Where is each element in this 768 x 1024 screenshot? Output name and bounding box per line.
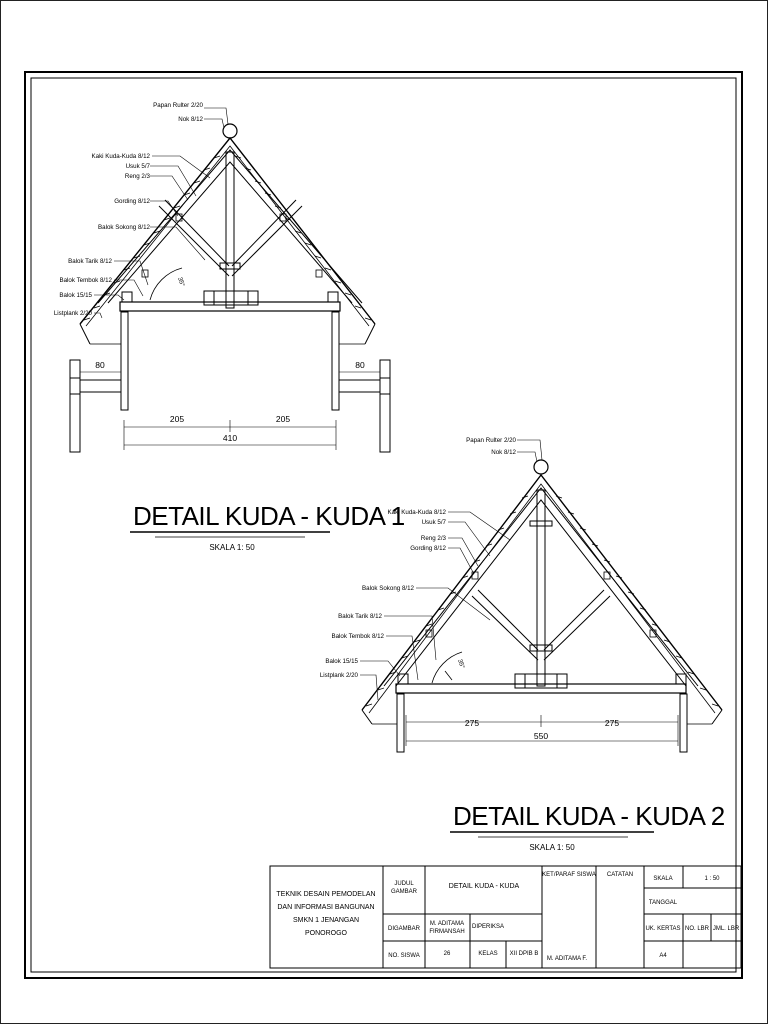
kelas-label: KELAS (478, 951, 497, 957)
jml-lbr-label: JML. LBR (713, 926, 740, 932)
digambar-value-2: FIRMANSAH (429, 929, 464, 935)
label-papan-rulter-1: Papan Rulter 2/20 (153, 102, 203, 109)
label-kaki-kuda-1: Kaki Kuda-Kuda 8/12 (92, 153, 151, 160)
digambar-label: DIGAMBAR (388, 926, 421, 932)
label-balok-15-2: Balok 15/15 (325, 658, 358, 665)
label-reng-2: Reng 2/3 (421, 535, 447, 542)
label-listplank-2: Listplank 2/20 (320, 672, 359, 679)
ket-paraf-label: KET/PARAF SISWA (542, 872, 596, 878)
label-kaki-kuda-2: Kaki Kuda-Kuda 8/12 (388, 509, 447, 516)
label-gording-2: Gording 8/12 (410, 545, 446, 552)
skala-value: 1 : 50 (704, 876, 720, 882)
no-lbr-label: NO. LBR (685, 926, 710, 932)
school-line-4: PONOROGO (305, 930, 348, 937)
drawing-frame-inner (30, 77, 737, 973)
catatan-label: CATATAN (607, 872, 633, 878)
paraf-value: M. ADITAMA F. (547, 956, 588, 962)
label-balok-tarik-1: Balok Tarik 8/12 (68, 258, 112, 265)
judul-label-1: JUDUL (394, 881, 414, 887)
label-nok-1: Nok 8/12 (178, 116, 203, 123)
drawing-frame-outer (24, 71, 743, 979)
label-listplank-1: Listplank 2/20 (54, 310, 93, 317)
dim-total-1: 410 (223, 433, 237, 443)
dim-half-left-1: 205 (170, 414, 184, 424)
drawing-title-1: DETAIL KUDA - KUDA 1 (133, 501, 405, 531)
drawing-title-2: DETAIL KUDA - KUDA 2 (453, 801, 725, 831)
school-line-2: DAN INFORMASI BANGUNAN (277, 904, 374, 911)
kertas-value: A4 (659, 953, 667, 959)
label-usuk-1: Usuk 5/7 (126, 163, 151, 170)
school-line-3: SMKN 1 JENANGAN (293, 917, 359, 924)
dim-total-2: 550 (534, 731, 548, 741)
dim-half-left-2: 275 (465, 718, 479, 728)
scale-label-1: SKALA 1: 50 (209, 543, 255, 552)
truss-2-drawing (360, 439, 723, 753)
label-gording-1: Gording 8/12 (114, 198, 150, 205)
title-block (269, 865, 742, 969)
label-balok-tarik-2: Balok Tarik 8/12 (338, 613, 382, 620)
tanggal-label: TANGGAL (649, 900, 678, 906)
dim-half-right-1: 205 (276, 414, 290, 424)
label-reng-1: Reng 2/3 (125, 173, 151, 180)
skala-label: SKALA (653, 876, 672, 882)
uk-kertas-label: UK. KERTAS (645, 926, 680, 932)
label-papan-rulter-2: Papan Rulter 2/20 (466, 437, 516, 444)
dim-overhang-left-1: 80 (95, 360, 105, 370)
diperiksa-label: DIPERIKSA (472, 924, 504, 930)
scale-label-2: SKALA 1: 50 (529, 843, 575, 852)
label-usuk-2: Usuk 5/7 (422, 519, 447, 526)
kelas-value: XII DPIB B (510, 951, 539, 957)
judul-value: DETAIL KUDA - KUDA (449, 883, 520, 890)
label-balok-sokong-2: Balok Sokong 8/12 (362, 585, 415, 592)
no-siswa-value: 26 (444, 951, 451, 957)
judul-label-2: GAMBAR (391, 889, 418, 895)
label-balok-tembok-2: Balok Tembok 8/12 (331, 633, 384, 640)
digambar-value-1: M. ADITAMA (430, 921, 464, 927)
school-line-1: TEKNIK DESAIN PEMODELAN (276, 891, 375, 898)
label-balok-15-1: Balok 15/15 (59, 292, 92, 299)
label-balok-tembok-1: Balok Tembok 8/12 (59, 277, 112, 284)
angle-label-1: 35° (176, 276, 186, 288)
label-nok-2: Nok 8/12 (491, 449, 516, 456)
no-siswa-label: NO. SISWA (388, 953, 419, 959)
label-balok-sokong-1: Balok Sokong 8/12 (98, 224, 151, 231)
dim-half-right-2: 275 (605, 718, 619, 728)
dim-overhang-right-1: 80 (355, 360, 365, 370)
truss-1-drawing (69, 107, 391, 453)
angle-label-2: 35° (456, 658, 466, 670)
